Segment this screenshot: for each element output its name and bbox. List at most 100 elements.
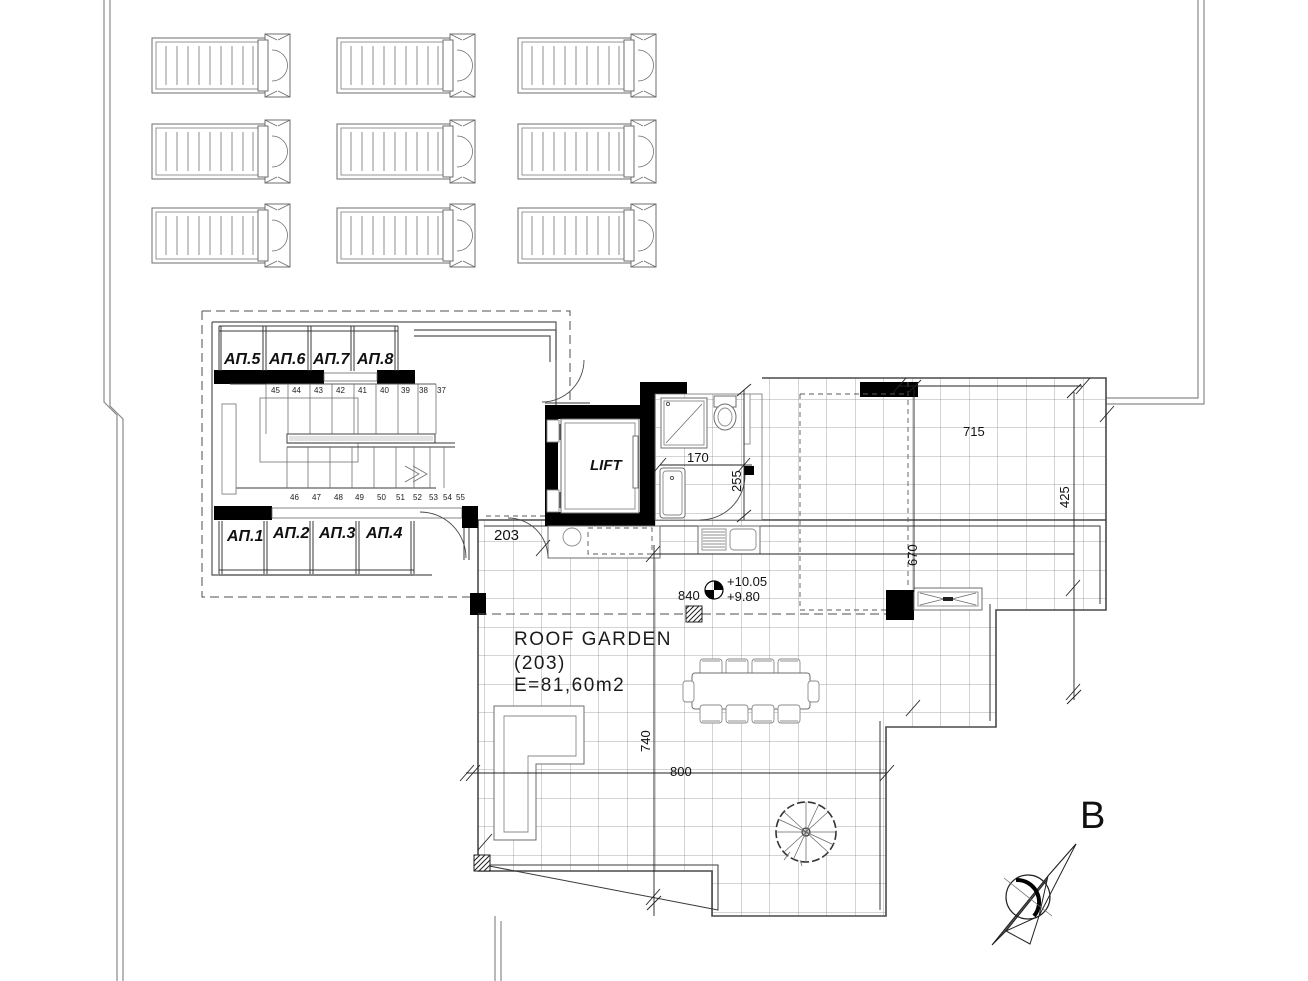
storage-units-lower: ΑΠ.1 ΑΠ.2 ΑΠ.3 ΑΠ.4 [214, 506, 463, 576]
step-number: 44 [292, 386, 301, 395]
dim-170: 170 [653, 450, 751, 473]
storage-unit-label: ΑΠ.1 [226, 528, 263, 545]
dim-255: 255 [729, 383, 752, 523]
dimension-value: 840 [678, 588, 700, 603]
room-title: ROOF GARDEN [514, 629, 672, 650]
bed-symbol [336, 33, 476, 98]
dim-800: 800 [459, 764, 895, 782]
step-number: 52 [413, 493, 422, 502]
dimension-value: 740 [638, 730, 653, 752]
chair [725, 704, 749, 724]
floor-duct-symbol [685, 605, 703, 623]
site-boundary-right [1106, 0, 1205, 405]
bed-symbol [517, 33, 657, 98]
step-number: 53 [429, 493, 438, 502]
north-arrow: B [991, 795, 1105, 946]
storage-unit-label: ΑΠ.2 [272, 525, 309, 542]
wall-segment [214, 370, 324, 384]
room-area: E=81,60m2 [514, 675, 625, 696]
terrace-edge [483, 525, 1101, 911]
north-letter: B [1080, 795, 1105, 837]
sink-basin [729, 528, 757, 551]
dim-740: 740 [638, 545, 662, 916]
step-number: 39 [401, 386, 410, 395]
storage-unit-label: ΑΠ.5 [223, 351, 261, 368]
step-number: 37 [437, 386, 446, 395]
dimension-value: 425 [1057, 486, 1072, 508]
sofa-lounge [493, 705, 585, 841]
kitchen-counter [697, 525, 761, 555]
dimension-value: 715 [963, 424, 985, 439]
bed-symbol [336, 203, 476, 268]
wall-segment [860, 382, 918, 397]
bed-symbol [336, 119, 476, 184]
storage-unit-label: ΑΠ.4 [365, 525, 402, 542]
wall-segment [214, 506, 272, 520]
lobby-bench [547, 525, 661, 559]
lift-core: LIFT [462, 382, 918, 620]
spiral-staircase [775, 801, 837, 867]
step-number: 40 [380, 386, 389, 395]
corridor-wall [414, 329, 557, 360]
step-number: 51 [396, 493, 405, 502]
chair [807, 680, 820, 703]
bed-symbol [151, 33, 291, 98]
door-swing-corridor [541, 359, 590, 410]
dim-840: 840 [645, 545, 1074, 603]
wall-segment [655, 382, 687, 394]
bed-symbol [517, 119, 657, 184]
core-wall-outline [212, 321, 557, 407]
dim-670: 670 [905, 379, 922, 592]
step-numbers-lower: 46 47 48 49 50 51 52 53 54 55 [290, 493, 465, 502]
door-swing-lobby [419, 511, 470, 560]
hob [701, 528, 727, 551]
step-numbers-upper: 45 44 43 42 41 40 39 38 37 [271, 386, 446, 395]
step-number: 47 [312, 493, 321, 502]
storage-units-upper: ΑΠ.5 ΑΠ.6 ΑΠ.7 ΑΠ.8 [214, 325, 415, 384]
bed-symbol [151, 203, 291, 268]
step-number: 45 [271, 386, 280, 395]
wall-segment [545, 512, 655, 526]
step-number: 55 [456, 493, 465, 502]
wall-segment [640, 382, 655, 525]
lift-label: LIFT [590, 457, 623, 474]
wall-segment [886, 590, 914, 620]
dimension-value: 255 [729, 470, 744, 492]
step-number: 54 [443, 493, 452, 502]
step-number: 38 [419, 386, 428, 395]
step-number: 48 [334, 493, 343, 502]
step-number: 49 [355, 493, 364, 502]
chair [682, 680, 695, 703]
storage-unit-label: ΑΠ.7 [312, 351, 350, 368]
site-boundary-left [103, 0, 124, 981]
elevation-value: +9.80 [727, 589, 760, 604]
dimension-value: 170 [687, 450, 709, 465]
wall-segment [545, 405, 653, 419]
storage-unit-label: ΑΠ.6 [268, 351, 305, 368]
step-number: 50 [377, 493, 386, 502]
chair [777, 704, 801, 724]
dimension-value: 670 [905, 544, 920, 566]
staircase: 45 44 43 42 41 40 39 38 37 46 47 [221, 383, 465, 502]
bed-symbol-group [151, 33, 657, 268]
chair [699, 704, 723, 724]
wc-toilet [713, 395, 737, 431]
storage-unit-label: ΑΠ.8 [356, 351, 393, 368]
wall-segment [462, 506, 478, 528]
room-number-203: 203 [486, 515, 549, 559]
elevation-marker: +10.05 +9.80 [704, 574, 767, 604]
wall-segment [377, 370, 415, 384]
step-number: 43 [314, 386, 323, 395]
storage-unit-label: ΑΠ.3 [318, 525, 355, 542]
dim-425: 425 [1057, 383, 1082, 705]
dining-set [682, 658, 820, 724]
bathroom: 170 255 [653, 383, 763, 523]
bathtub [659, 467, 686, 519]
site-boundary-bottom [494, 916, 502, 981]
dimension-value: 800 [670, 764, 692, 779]
dining-table [691, 672, 811, 710]
bed-symbol [151, 119, 291, 184]
stairwell-block: ΑΠ.5 ΑΠ.6 ΑΠ.7 ΑΠ.8 45 44 43 42 [201, 310, 590, 598]
